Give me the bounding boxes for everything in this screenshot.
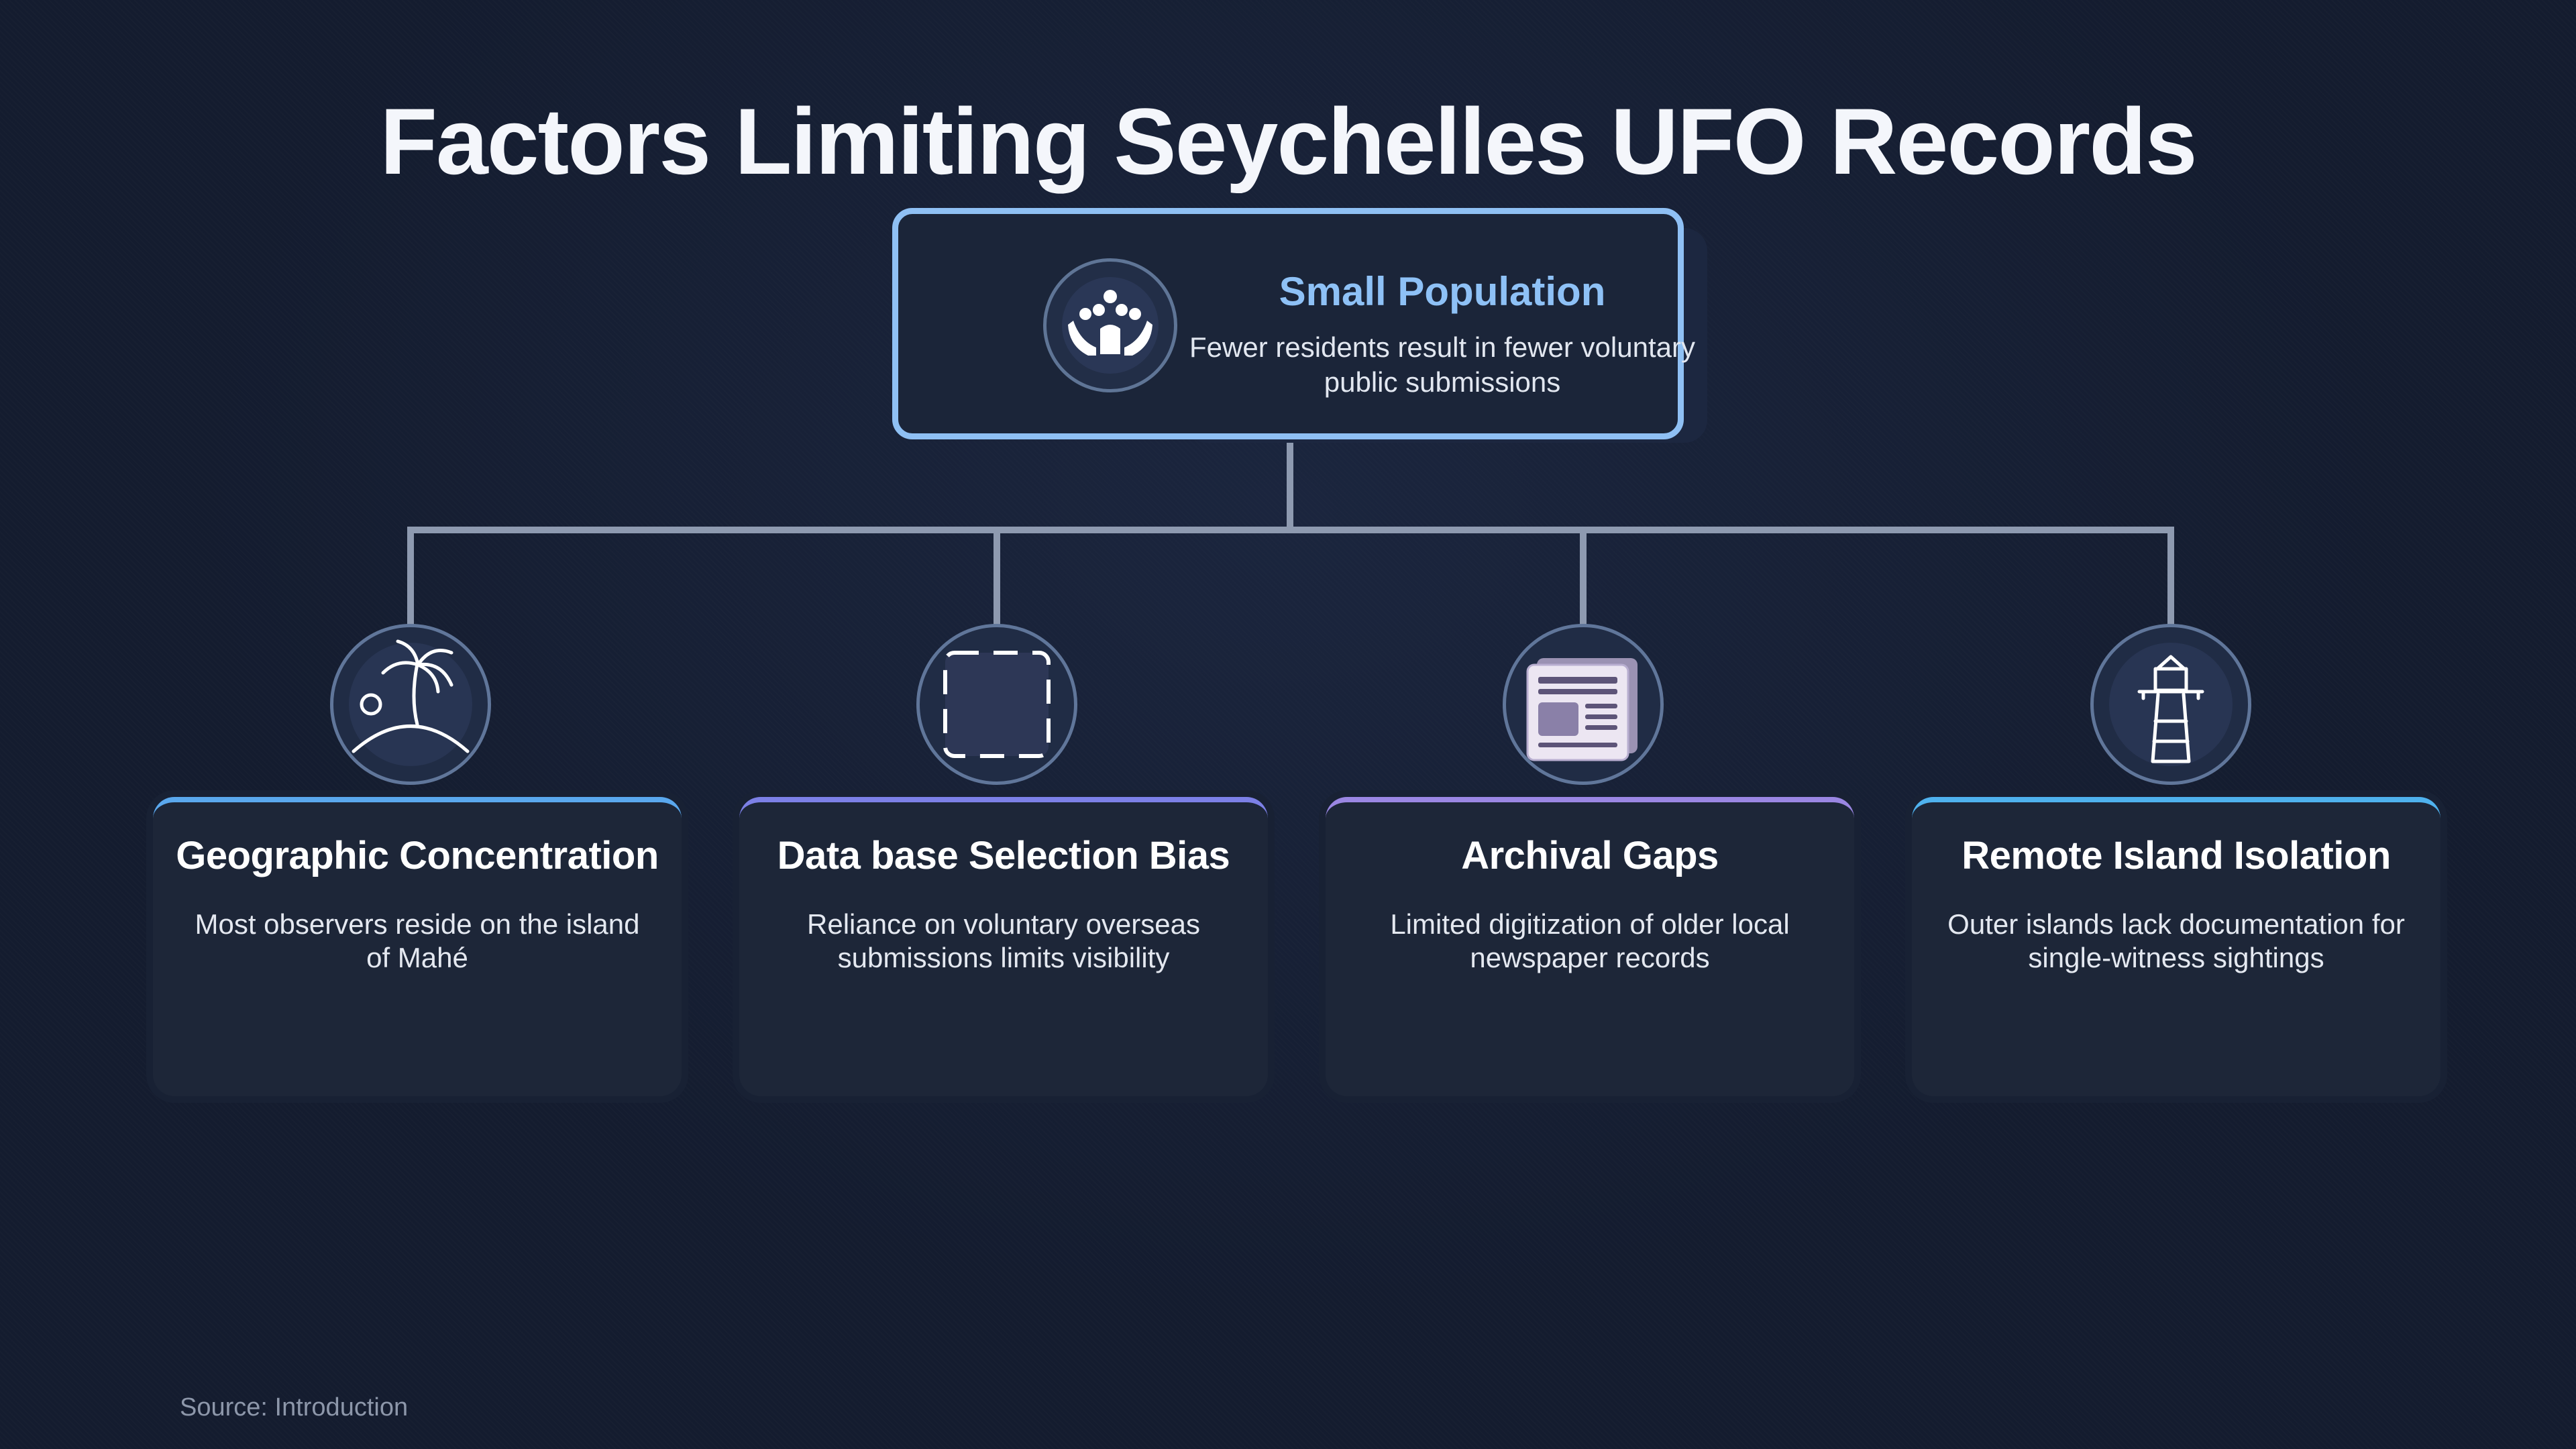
- card-description: Limited digitization of older local news…: [1390, 908, 1790, 973]
- card-description: Outer islands lack documentation for sin…: [1947, 908, 2405, 973]
- card-remote-island-isolation: Remote Island Isolation Outer islands la…: [1912, 797, 2440, 1096]
- card-description: Most observers reside on the island of M…: [195, 908, 640, 973]
- root-description: Fewer residents result in fewer voluntar…: [1189, 331, 1695, 398]
- lighthouse-icon: [2090, 624, 2251, 785]
- selection-frame-icon: [916, 624, 1077, 785]
- palm-island-icon: [330, 624, 491, 785]
- root-node: [892, 208, 1684, 439]
- card-archival-gaps: Archival Gaps Limited digitization of ol…: [1326, 797, 1854, 1096]
- card-description: Reliance on voluntary overseas submissio…: [807, 908, 1200, 973]
- card-title: Archival Gaps: [1461, 834, 1719, 877]
- card-geographic-concentration: Geographic Concentration Most observers …: [153, 797, 682, 1096]
- card-title: Data base Selection Bias: [777, 834, 1230, 877]
- source-note: Source: Introduction: [180, 1393, 409, 1421]
- page-title: Factors Limiting Seychelles UFO Records: [380, 89, 2197, 194]
- people-icon: [1043, 258, 1177, 392]
- root-title: Small Population: [1279, 269, 1606, 314]
- newspaper-icon: [1503, 624, 1664, 785]
- card-title: Geographic Concentration: [176, 834, 659, 877]
- card-database-selection-bias: Data base Selection Bias Reliance on vol…: [739, 797, 1268, 1096]
- card-title: Remote Island Isolation: [1962, 834, 2391, 877]
